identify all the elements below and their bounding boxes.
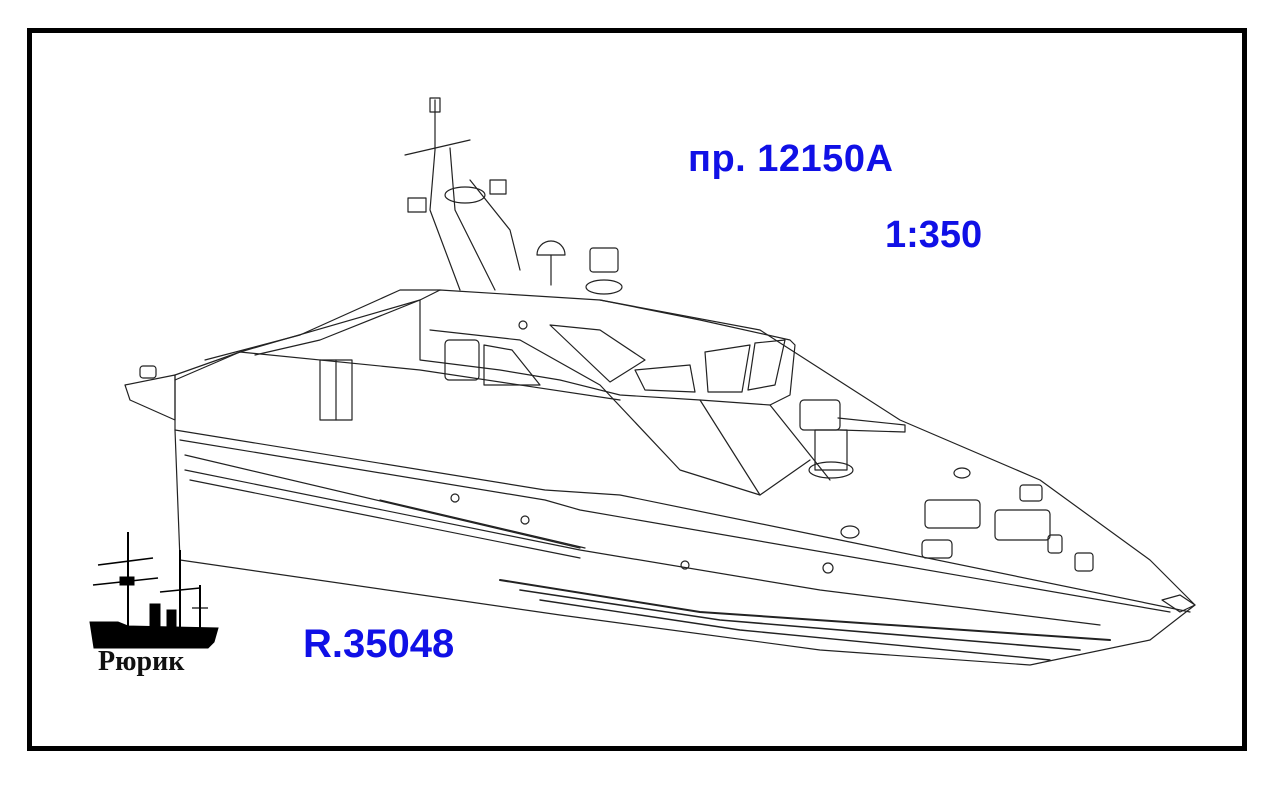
scale-label: 1:350 — [885, 214, 983, 256]
cruiser-silhouette-icon — [89, 532, 219, 649]
drawing-frame — [27, 28, 1247, 751]
brand-name: Рюрик — [98, 646, 185, 677]
project-number-label: пр. 12150А — [688, 138, 894, 180]
catalog-number-label: R.35048 — [303, 622, 455, 666]
